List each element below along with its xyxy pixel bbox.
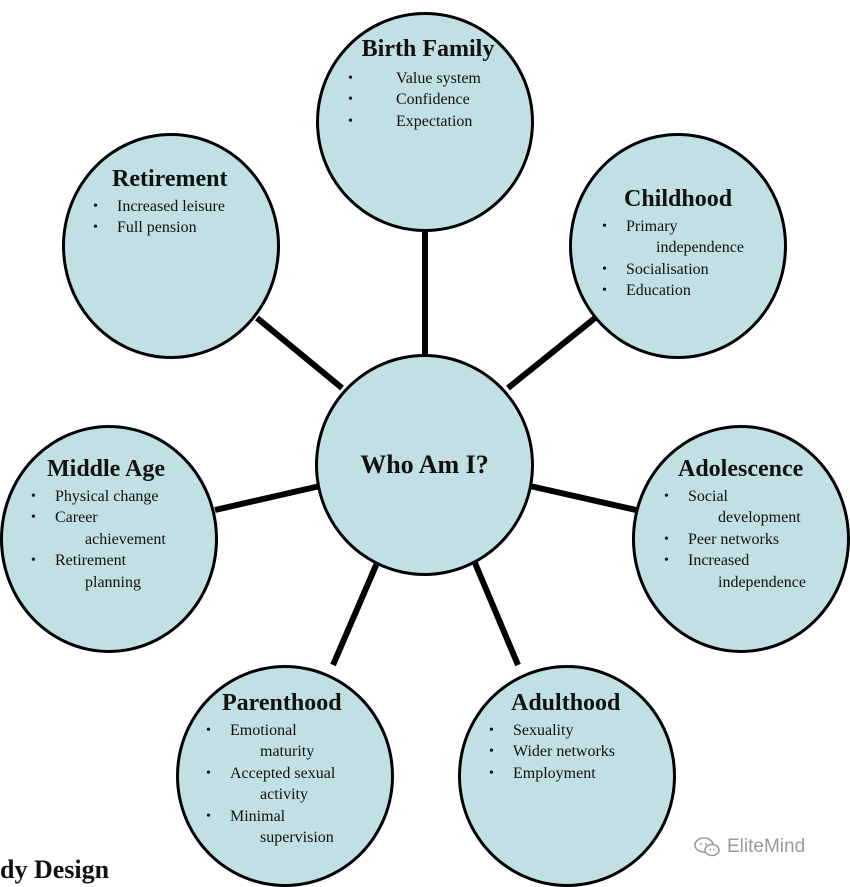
list-item: Peer networks xyxy=(664,529,834,551)
list-item: Confidence xyxy=(348,89,508,111)
figure-caption: dy Design xyxy=(0,855,110,884)
middle-age-title: Middle Age xyxy=(47,456,165,482)
list-item: Education xyxy=(602,280,772,302)
retirement-title: Retirement xyxy=(112,166,228,192)
list-item: Increased leisure xyxy=(93,196,263,218)
birth-family-content: Birth Family Value system Confidence Exp… xyxy=(348,36,508,132)
list-item: Value system xyxy=(348,68,508,90)
list-item: Socialisation xyxy=(602,259,772,281)
adulthood-list: Sexuality Wider networks Employment xyxy=(489,720,659,785)
middle-age-content: Middle Age Physical change Careerachieve… xyxy=(31,456,211,593)
center-label: Who Am I? xyxy=(360,450,489,479)
list-item: Expectation xyxy=(348,111,508,133)
adolescence-title: Adolescence xyxy=(678,456,804,482)
connector-middle-age xyxy=(214,483,321,513)
list-item: Sexuality xyxy=(489,720,659,742)
connector-adulthood xyxy=(472,561,521,667)
childhood-title: Childhood xyxy=(624,186,733,212)
retirement-circle xyxy=(62,133,280,359)
birth-family-list: Value system Confidence Expectation xyxy=(348,68,508,133)
connector-childhood xyxy=(506,315,597,391)
connector-retirement xyxy=(255,315,344,391)
adulthood-title: Adulthood xyxy=(511,690,621,716)
connector-parenthood xyxy=(330,561,380,667)
list-item: Physical change xyxy=(31,486,211,508)
parenthood-title: Parenthood xyxy=(222,690,342,716)
chat-bubbles-icon xyxy=(694,837,720,857)
list-item: Full pension xyxy=(93,217,263,239)
list-item: Wider networks xyxy=(489,741,659,763)
retirement-content: Retirement Increased leisure Full pensio… xyxy=(93,166,263,239)
adulthood-content: Adulthood Sexuality Wider networks Emplo… xyxy=(489,690,659,784)
birth-family-title: Birth Family xyxy=(361,36,495,62)
watermark: EliteMind xyxy=(693,836,805,858)
center-circle xyxy=(315,354,534,576)
watermark-text: EliteMind xyxy=(727,836,806,857)
retirement-list: Increased leisure Full pension xyxy=(93,196,263,239)
connector-adolescence xyxy=(529,483,637,513)
list-item: Employment xyxy=(489,763,659,785)
